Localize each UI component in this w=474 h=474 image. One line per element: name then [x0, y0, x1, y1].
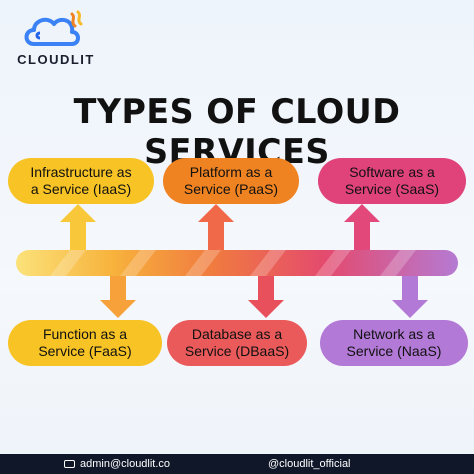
service-saas: Software as a Service (SaaS)	[318, 158, 466, 204]
arrow-down-naas	[392, 276, 428, 318]
brand-logo: CLOUDLIT	[14, 8, 104, 68]
mail-icon	[64, 460, 75, 468]
service-faas-line1: Function as a	[42, 326, 128, 342]
service-iaas-line2: a Service (IaaS)	[30, 181, 132, 197]
arrow-down-dbaas	[248, 276, 284, 318]
service-paas-line1: Platform as a	[189, 164, 273, 180]
service-saas-line1: Software as a	[349, 164, 435, 180]
footer-social-text[interactable]: @cloudlit_official	[268, 458, 351, 470]
footer-bar: admin@cloudlit.co @cloudlit_official	[0, 454, 474, 474]
brand-name: CLOUDLIT	[17, 52, 95, 67]
footer-social[interactable]: @cloudlit_official	[268, 458, 351, 470]
service-dbaas: Database as a Service (DBaaS)	[167, 320, 307, 366]
arrow-down-faas	[100, 276, 136, 318]
service-naas-line2: Service (NaaS)	[346, 343, 442, 359]
cloud-logo-icon	[24, 10, 83, 46]
service-naas: Network as a Service (NaaS)	[320, 320, 468, 366]
arrow-up-paas	[198, 204, 234, 250]
service-iaas-line1: Infrastructure as	[30, 164, 132, 180]
service-dbaas-line2: Service (DBaaS)	[184, 343, 290, 359]
service-naas-line1: Network as a	[353, 326, 435, 342]
service-paas-line2: Service (PaaS)	[183, 181, 279, 197]
band-stripes	[50, 250, 416, 276]
arrow-up-iaas	[60, 204, 96, 250]
footer-email-text[interactable]: admin@cloudlit.co	[80, 458, 171, 470]
page-title: TYPES OF CLOUD SERVICES	[73, 92, 401, 172]
arrow-up-saas	[344, 204, 380, 250]
footer-email[interactable]: admin@cloudlit.co	[64, 458, 170, 470]
service-iaas: Infrastructure as a Service (IaaS)	[8, 158, 154, 204]
service-saas-line2: Service (SaaS)	[344, 181, 440, 197]
service-paas: Platform as a Service (PaaS)	[163, 158, 299, 204]
service-dbaas-line1: Database as a	[191, 326, 283, 342]
service-faas: Function as a Service (FaaS)	[8, 320, 162, 366]
connector-band	[16, 250, 458, 276]
service-faas-line2: Service (FaaS)	[38, 343, 132, 359]
